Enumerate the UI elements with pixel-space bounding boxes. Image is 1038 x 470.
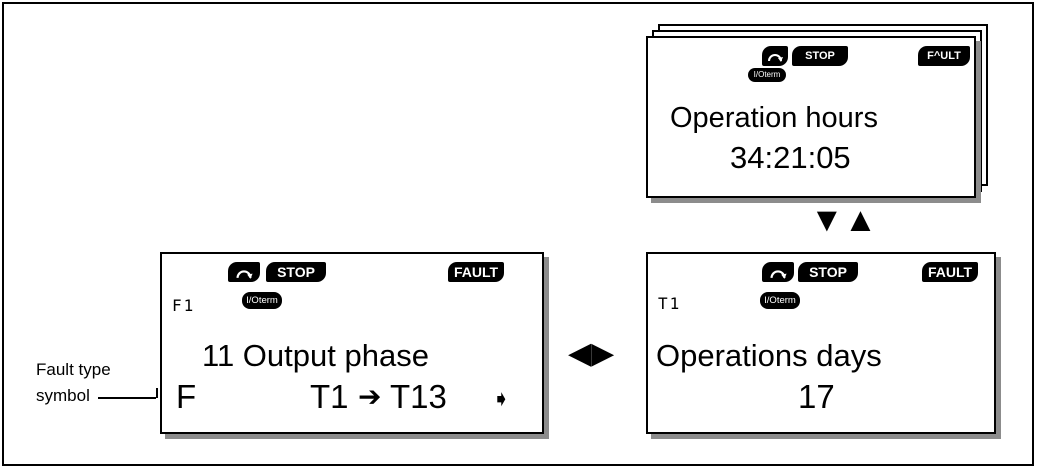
rotation-arrow-icon: [236, 269, 253, 279]
fault-indicator: F^ULT: [918, 46, 970, 66]
run-direction-indicator: [762, 262, 794, 282]
panel-line-1: Operation hours: [670, 102, 878, 134]
rotation-arrow-icon: [770, 269, 787, 279]
caption-leader-horizontal: [98, 397, 156, 399]
fault-description: 11 Output phase: [202, 338, 429, 373]
io-term-indicator: I/Oterm: [242, 292, 282, 309]
fault-indicator: FAULT: [448, 262, 504, 282]
more-arrow: ➧: [492, 386, 511, 411]
caption-leader-vertical: [156, 388, 158, 398]
run-direction-indicator: [228, 262, 260, 282]
stop-indicator: STOP: [792, 46, 848, 66]
fault-type-letter: F: [176, 378, 197, 415]
panel-line-2: 34:21:05: [730, 140, 851, 175]
panel-line-1: Operations days: [656, 338, 882, 373]
fault-time-from: T1: [310, 378, 349, 415]
fault-time-to: T13: [390, 378, 447, 415]
time-arrow: ➔: [358, 381, 382, 412]
fault-indicator: FAULT: [922, 262, 978, 282]
fault-history-panel: STOP FAULT F1 I/Oterm 11 Output phase F …: [160, 252, 544, 434]
panel-line-2: 17: [798, 378, 835, 415]
io-term-indicator: I/Oterm: [760, 292, 800, 309]
parameter-code: F1: [172, 296, 196, 315]
operation-days-panel: STOP FAULT T1 I/Oterm Operations days 17: [646, 252, 996, 434]
run-direction-indicator: [762, 46, 788, 66]
fault-type-caption-line2: symbol: [36, 386, 90, 405]
rotation-arrow-icon: [768, 54, 783, 62]
parameter-code: T1: [658, 294, 682, 313]
fault-type-caption-line1: Fault type: [36, 360, 111, 379]
stop-indicator: STOP: [798, 262, 858, 282]
left-right-arrows: ◀▶: [568, 337, 615, 370]
operation-hours-panel: STOP F^ULT I/Oterm Operation hours 34:21…: [646, 36, 976, 198]
io-term-indicator: I/Oterm: [748, 68, 786, 82]
up-down-arrows: ▼▲: [810, 201, 878, 239]
stop-indicator: STOP: [266, 262, 326, 282]
